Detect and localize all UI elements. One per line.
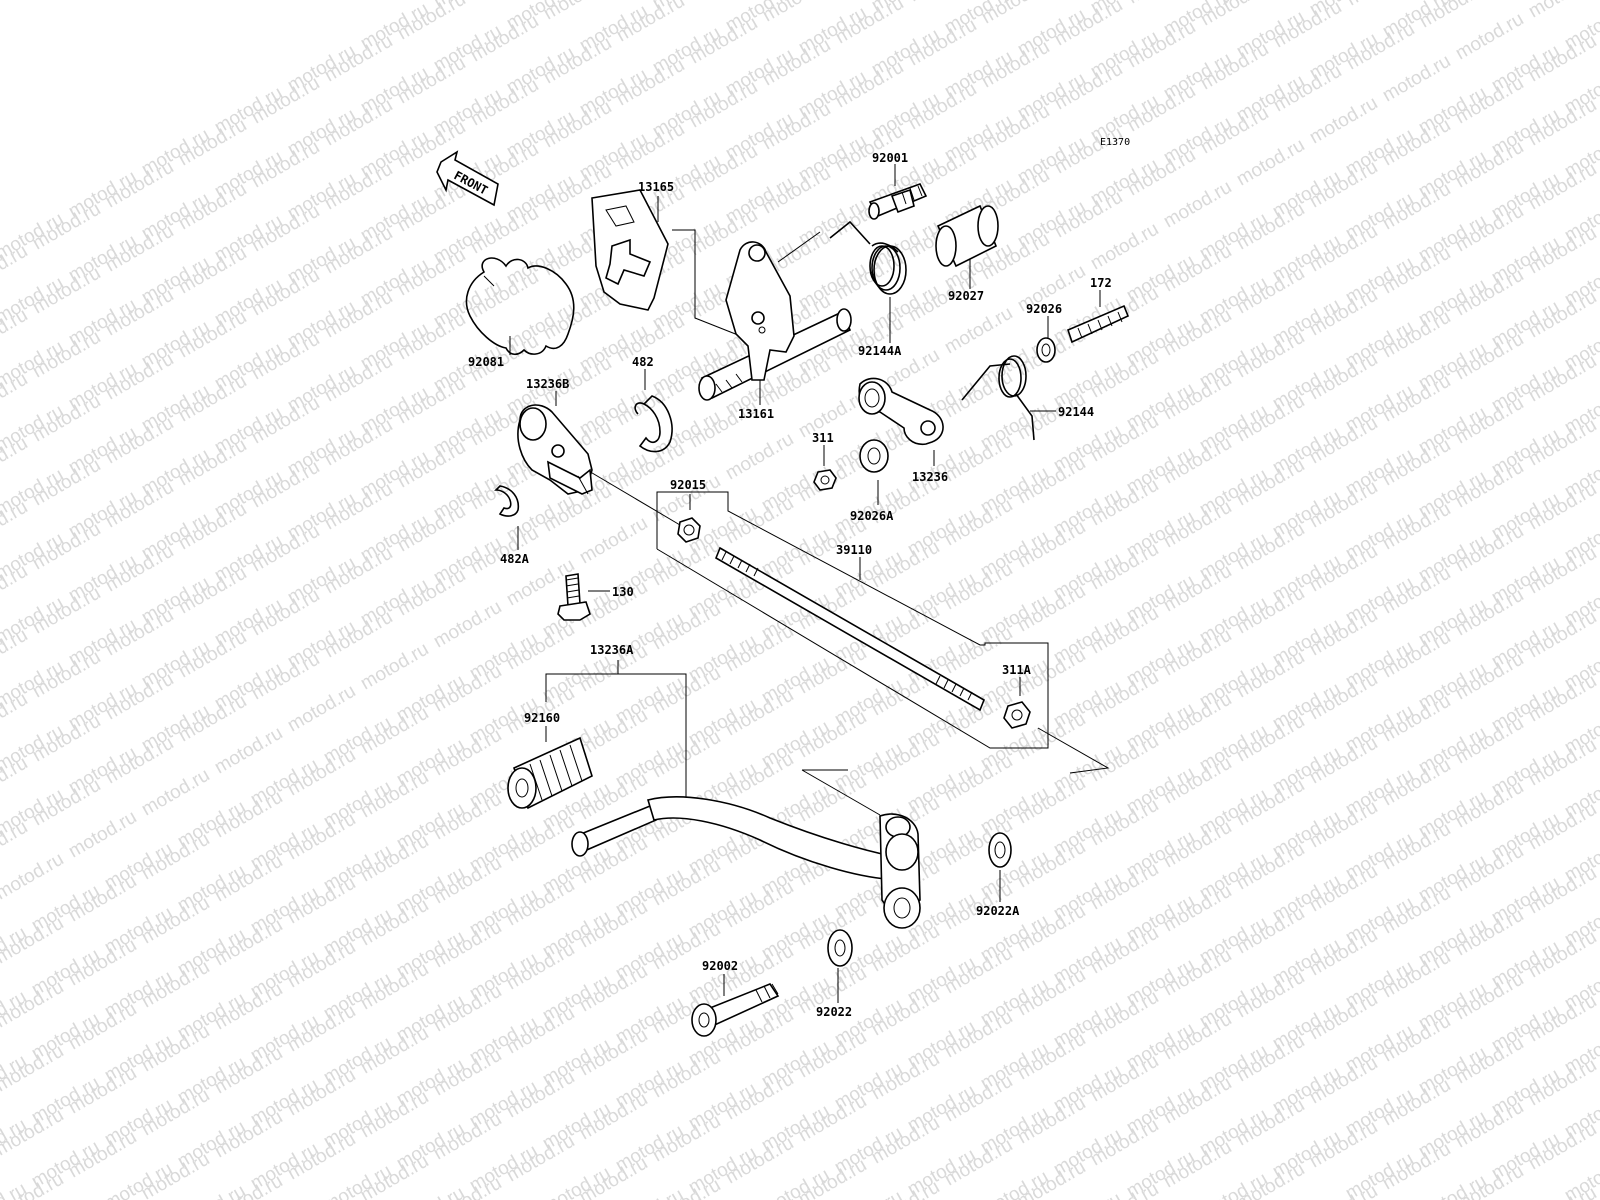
label-92002: 92002: [702, 959, 738, 973]
watermark-text: motod.ru: [941, 303, 1016, 359]
leader-lines: [509, 164, 1110, 1003]
label-13236: 13236: [912, 470, 948, 484]
label-92081: 92081: [468, 355, 504, 369]
watermark-text: motod.ru: [394, 0, 469, 44]
label-92160: 92160: [524, 711, 560, 725]
label-92022: 92022: [816, 1005, 852, 1019]
label-13161: 13161: [738, 407, 774, 421]
washer-92022: [827, 929, 853, 967]
rod-39110: [714, 546, 986, 712]
lever-13236: [858, 377, 944, 446]
bolt-130: [557, 573, 591, 621]
watermark-text: motod.ru: [722, 429, 797, 485]
label-92001: 92001: [872, 151, 908, 165]
gasket-92081: [465, 257, 575, 356]
nut-311: [813, 469, 837, 491]
shift-shaft-13161: [698, 241, 852, 401]
pin-172: [1067, 304, 1130, 344]
label-13236A: 13236A: [590, 643, 634, 657]
watermark-text: motod.ru: [1379, 51, 1454, 107]
watermark-text: motod.ru: [1087, 219, 1162, 275]
label-92144A: 92144A: [858, 344, 902, 358]
label-92022A: 92022A: [976, 904, 1020, 918]
watermark-text: motod.ru: [759, 0, 834, 26]
circlip-482A: [494, 485, 520, 517]
watermark-text: motod.ru: [430, 597, 505, 653]
washer-92026: [1036, 337, 1056, 363]
watermark-text: motod.ru: [1306, 93, 1381, 149]
label-92144: 92144: [1058, 405, 1094, 419]
spring-92144A: [829, 220, 907, 295]
watermark-text: motod.ru: [1051, 0, 1126, 50]
watermark-text: motod.ru: [978, 0, 1053, 28]
parts-drawing: FRONT: [436, 150, 1130, 1037]
watermark-text: motod.ru: [613, 0, 688, 46]
watermark-text: motod.ru: [211, 723, 286, 779]
watermark-text: motod.ru: [65, 807, 140, 863]
label-482: 482: [632, 355, 654, 369]
watermark-text: motod.ru: [540, 0, 615, 24]
watermark-text: motod.ru: [284, 681, 359, 737]
watermark-text: motod.ru: [1525, 0, 1600, 22]
pedal-13236A: [571, 796, 921, 929]
collar-92027: [935, 204, 999, 268]
label-311A: 311A: [1002, 663, 1032, 677]
rubber-92160: [507, 736, 593, 810]
diagram-code: E1370: [1100, 137, 1130, 148]
watermark-text: motod.ru: [1452, 9, 1527, 65]
label-311: 311: [812, 431, 834, 445]
spring-92144: [961, 355, 1035, 441]
label-39110: 39110: [836, 543, 872, 557]
watermark-text: motod.ru: [1233, 135, 1308, 191]
watermark-text: motod.ru: [1087, 1179, 1162, 1200]
circlip-482: [634, 395, 673, 453]
watermark-text: motod.ru: [0, 849, 67, 905]
part-labels: E1370 13165 92001 92027 92144A 172 92026…: [468, 137, 1130, 1019]
label-13165: 13165: [638, 180, 674, 194]
label-92026A: 92026A: [850, 509, 894, 523]
watermark-text: motod.ru: [1160, 177, 1235, 233]
washer-92022A: [988, 832, 1012, 868]
clamp-13236B: [517, 404, 593, 495]
label-13236B: 13236B: [526, 377, 569, 391]
watermark-text: motod.ru: [138, 765, 213, 821]
bolt-92001: [868, 183, 928, 220]
watermark-text: motod.ru: [576, 513, 651, 569]
label-130: 130: [612, 585, 634, 599]
label-92026: 92026: [1026, 302, 1062, 316]
bolt-92002: [691, 983, 780, 1037]
plate-13165: [591, 189, 669, 311]
label-92027: 92027: [948, 289, 984, 303]
watermark-text: motod.ru: [832, 0, 907, 48]
label-482A: 482A: [500, 552, 530, 566]
nut-92015: [677, 517, 701, 543]
watermark-text: motod.ru: [1197, 0, 1272, 30]
label-172: 172: [1090, 276, 1112, 290]
washer-92026A: [859, 439, 889, 473]
nut-311A: [1003, 701, 1031, 729]
label-92015: 92015: [670, 478, 706, 492]
watermark-text: motod.ru: [357, 639, 432, 695]
